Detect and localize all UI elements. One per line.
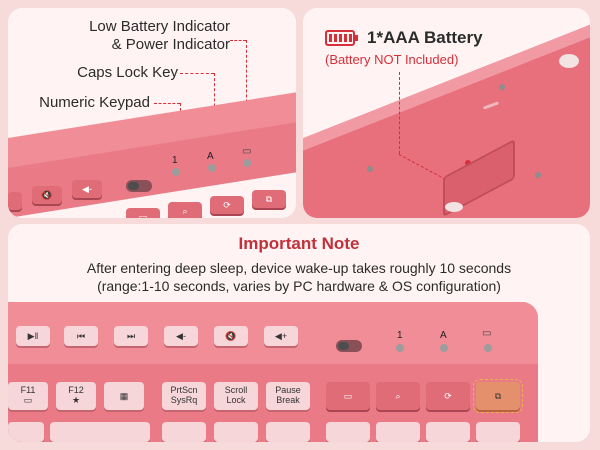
volume-up-key[interactable]: ◀+: [264, 326, 298, 346]
play-pause-key[interactable]: ▶‖: [16, 326, 50, 346]
battery-panel: 1*AAA Battery (Battery NOT Included): [303, 8, 590, 218]
previous-icon: ⏮: [76, 331, 86, 341]
keyboard-key[interactable]: [214, 422, 258, 442]
search-icon: ⌕: [395, 391, 401, 401]
battery-note: (Battery NOT Included): [325, 52, 459, 67]
keyboard-key[interactable]: [376, 422, 420, 442]
monitor-icon: ▭: [23, 395, 33, 405]
screw-hole: [499, 84, 505, 90]
screw-hole: [535, 172, 541, 178]
rubber-foot: [559, 54, 579, 68]
search-key[interactable]: ⌕: [168, 202, 202, 218]
scroll-lock-key[interactable]: Scroll Lock: [214, 382, 258, 410]
indicator-panel: Low Battery Indicator & Power Indicator …: [8, 8, 296, 218]
volume-down-key[interactable]: ◀-: [72, 180, 102, 198]
num-lock-led: [396, 344, 404, 352]
mute-icon: 🔇: [225, 331, 237, 341]
refresh-icon: ⟳: [444, 391, 452, 401]
play-pause-icon: ▶‖: [27, 331, 39, 341]
leader-line: [246, 40, 247, 132]
previous-track-key[interactable]: ⏮: [64, 326, 98, 346]
battery-small-icon: ▭: [482, 328, 492, 339]
power-switch[interactable]: [126, 180, 152, 192]
keyboard-key[interactable]: [476, 422, 520, 442]
leader-line: [180, 73, 214, 74]
f11-key[interactable]: F11 ▭: [8, 382, 48, 410]
volume-down-icon: ◀-: [82, 184, 92, 194]
note-title: Important Note: [238, 234, 360, 253]
volume-down-key[interactable]: ◀-: [164, 326, 198, 346]
search-key[interactable]: ⌕: [376, 382, 420, 410]
star-icon: ★: [71, 395, 81, 405]
power-switch[interactable]: [336, 340, 362, 352]
lock-screen-icon: ⧉: [494, 391, 502, 401]
break-label: Break: [276, 395, 300, 405]
volume-down-icon: ◀-: [176, 331, 186, 341]
note-line-2: (range:1-10 seconds, varies by PC hardwa…: [97, 278, 501, 294]
low-battery-label: Low Battery Indicator: [89, 18, 230, 35]
caps-lock-label: Caps Lock Key: [77, 64, 178, 81]
f11-label: F11: [20, 385, 36, 395]
pause-label: Pause: [275, 385, 301, 395]
mute-key[interactable]: 🔇: [214, 326, 248, 346]
calculator-icon: ▦: [119, 391, 129, 401]
refresh-icon: ⟳: [223, 200, 231, 210]
next-track-key[interactable]: ⏭: [114, 326, 148, 346]
num-lock-indicator-label: 1: [172, 155, 178, 166]
leader-line: [154, 103, 180, 104]
print-screen-key[interactable]: PrtScn SysRq: [162, 382, 206, 410]
leader-line: [399, 72, 400, 154]
monitor-key[interactable]: ▭: [326, 382, 370, 410]
monitor-icon: ▭: [138, 212, 148, 218]
battery-small-icon: ▭: [242, 146, 252, 157]
pause-break-key[interactable]: Pause Break: [266, 382, 310, 410]
scroll-label: Scroll: [224, 385, 248, 395]
volume-up-icon: ◀+: [274, 331, 288, 341]
caps-lock-indicator-label: A: [207, 151, 214, 162]
monitor-key[interactable]: ▭: [126, 208, 160, 218]
caps-lock-led: [208, 164, 216, 172]
battery-title: 1*AAA Battery: [367, 28, 483, 47]
keyboard-key[interactable]: [266, 422, 310, 442]
monitor-icon: ▭: [343, 391, 353, 401]
caps-lock-indicator-label: A: [440, 330, 447, 341]
rubber-foot: [445, 202, 463, 212]
keyboard-key[interactable]: [426, 422, 470, 442]
search-icon: ⌕: [182, 206, 188, 216]
leader-line: [230, 40, 246, 41]
calculator-key[interactable]: ▦: [104, 382, 144, 410]
caps-lock-led: [440, 344, 448, 352]
refresh-key[interactable]: ⟳: [426, 382, 470, 410]
battery-full-icon: [325, 30, 358, 46]
numeric-keypad-label: Numeric Keypad: [39, 94, 150, 111]
f12-key[interactable]: F12 ★: [56, 382, 96, 410]
note-panel: Important Note After entering deep sleep…: [8, 224, 590, 442]
keyboard-key[interactable]: [8, 422, 44, 442]
lock-screen-key[interactable]: ⧉: [473, 379, 523, 413]
lock-label: Lock: [226, 395, 246, 405]
f12-label: F12: [68, 385, 84, 395]
screw-hole: [367, 166, 373, 172]
sysrq-label: SysRq: [170, 395, 198, 405]
keyboard-key[interactable]: [162, 422, 206, 442]
mute-icon: 🔇: [41, 190, 53, 200]
num-lock-indicator-label: 1: [397, 330, 403, 341]
mute-key[interactable]: 🔇: [32, 186, 62, 204]
calculator-key[interactable]: [8, 192, 22, 210]
prtscn-label: PrtScn: [170, 385, 198, 395]
power-indicator-label: & Power Indicator: [111, 36, 230, 53]
num-lock-led: [172, 168, 180, 176]
note-line-1: After entering deep sleep, device wake-u…: [86, 260, 512, 276]
keyboard-key[interactable]: [50, 422, 150, 442]
refresh-key[interactable]: ⟳: [210, 196, 244, 214]
keyboard-key[interactable]: [326, 422, 370, 442]
battery-led: [243, 159, 251, 167]
next-icon: ⏭: [126, 331, 136, 341]
battery-led: [484, 344, 492, 352]
lock-screen-icon: ⧉: [265, 194, 273, 204]
lock-screen-key[interactable]: ⧉: [252, 190, 286, 208]
